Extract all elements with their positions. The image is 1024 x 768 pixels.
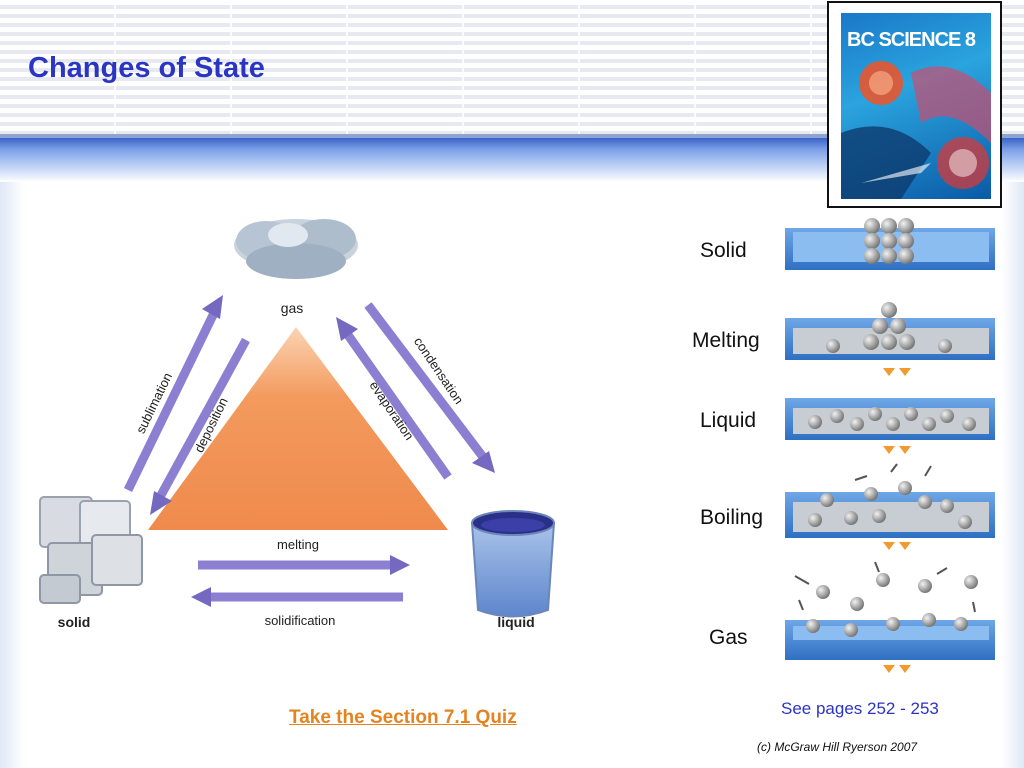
solidification-label: solidification — [265, 613, 336, 628]
book-cover-image: BC SCIENCE 8 — [841, 13, 991, 199]
state-label-gas: Gas — [709, 626, 748, 649]
boiling-tray — [785, 463, 995, 550]
gas-tray — [785, 561, 995, 673]
slide-title: Changes of State — [28, 52, 265, 84]
right-edge-fade — [1002, 182, 1024, 768]
particle-states-panel — [785, 218, 995, 673]
state-label-solid: Solid — [700, 239, 747, 262]
solid-tray — [785, 218, 995, 270]
sublimation-arrow — [123, 295, 223, 492]
evaporation-arrow — [336, 317, 452, 480]
gas-label: gas — [281, 300, 304, 316]
copyright-text: (c) McGraw Hill Ryerson 2007 — [757, 740, 918, 754]
condensation-arrow — [364, 302, 495, 473]
liquid-label: liquid — [497, 614, 534, 630]
book-cover-frame: BC SCIENCE 8 — [827, 1, 1002, 208]
melting-label: melting — [277, 537, 319, 552]
solid-ice-image — [39, 496, 143, 604]
header-divider — [0, 134, 1024, 138]
melting-tray — [785, 302, 995, 376]
pages-note: See pages 252 - 253 — [781, 699, 939, 718]
solidification-arrow — [191, 587, 403, 607]
state-label-boiling: Boiling — [700, 506, 764, 529]
solid-label: solid — [58, 614, 91, 630]
state-label-melting: Melting — [692, 329, 760, 352]
gas-cloud-image — [234, 219, 358, 279]
quiz-link[interactable]: Take the Section 7.1 Quiz — [289, 707, 517, 728]
liquid-beaker-image — [470, 510, 556, 618]
deposition-arrow — [150, 337, 250, 515]
melting-arrow — [198, 555, 410, 575]
state-triangle — [148, 327, 448, 530]
book-cover-art — [841, 61, 991, 199]
liquid-tray — [785, 398, 995, 454]
book-title: BC SCIENCE 8 — [847, 29, 976, 51]
state-label-liquid: Liquid — [700, 409, 757, 432]
changes-of-state-diagram: gas solid liquid sublimation deposition … — [39, 219, 556, 630]
left-edge-fade — [0, 182, 24, 768]
